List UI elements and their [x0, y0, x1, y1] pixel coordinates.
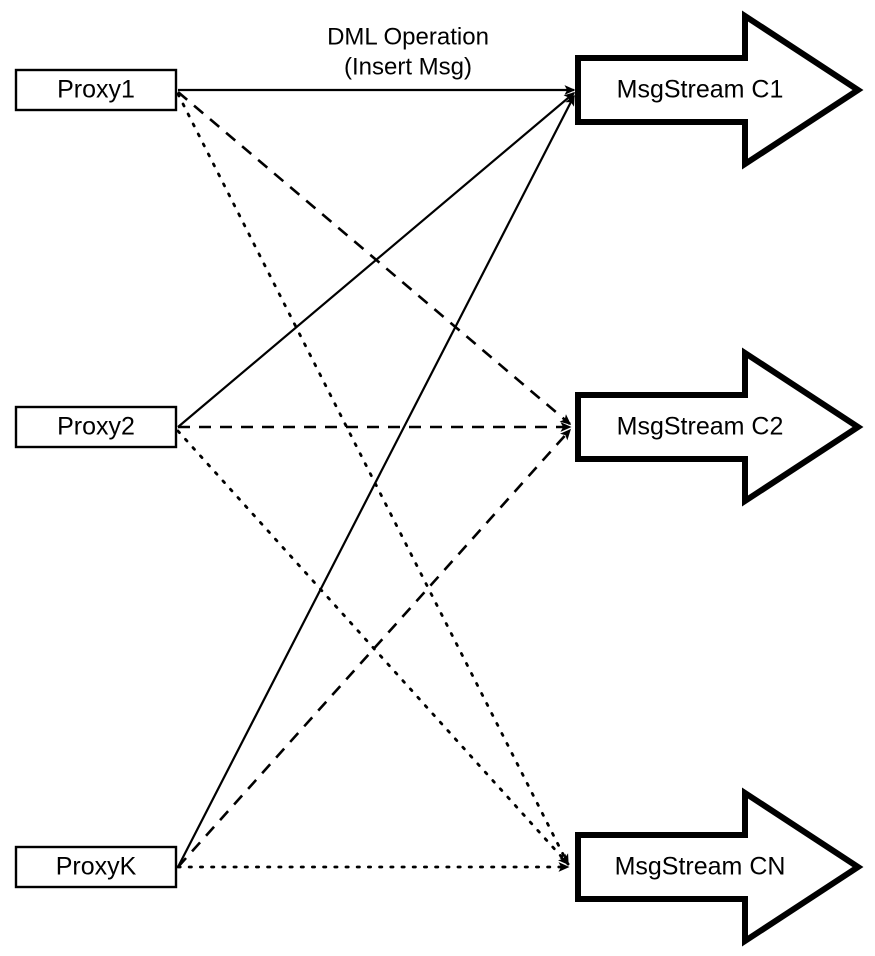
stream-label: MsgStream C1 [617, 76, 784, 104]
stream-arrow-shape[interactable] [575, 10, 864, 170]
msgstream-node-cn[interactable]: MsgStream CN [575, 787, 864, 947]
proxy-node-proxyk[interactable]: ProxyK [14, 845, 178, 889]
proxy-label: ProxyK [56, 853, 137, 881]
proxy-label: Proxy2 [57, 413, 135, 441]
proxy-box[interactable] [14, 845, 178, 889]
edge-group [176, 85, 576, 872]
annotation-line-2: (Insert Msg) [344, 53, 472, 80]
proxy-label: Proxy1 [57, 76, 135, 104]
edge-proxy2-to-c1 [177, 92, 576, 428]
proxy-box[interactable] [14, 68, 178, 112]
stream-arrow-shape[interactable] [575, 347, 864, 507]
edge-proxyk-to-c2 [177, 428, 572, 868]
stream-arrow-shape[interactable] [575, 787, 864, 947]
annotation-line-1: DML Operation [327, 23, 489, 50]
edge-proxy1-to-cn [176, 92, 570, 866]
proxy-node-proxy2[interactable]: Proxy2 [14, 405, 178, 449]
stream-label: MsgStream CN [615, 853, 786, 881]
edge-proxyk-to-c1 [177, 94, 575, 868]
msgstream-node-c2[interactable]: MsgStream C2 [575, 347, 864, 507]
edge-proxy1-to-c2 [177, 91, 572, 425]
proxy-box[interactable] [14, 405, 178, 449]
dml-operation-annotation: DML Operation (Insert Msg) [327, 23, 489, 80]
stream-label: MsgStream C2 [617, 413, 784, 441]
proxy-node-proxy1[interactable]: Proxy1 [14, 68, 178, 112]
edge-proxy2-to-cn [176, 429, 570, 866]
msgstream-node-c1[interactable]: MsgStream C1 [575, 10, 864, 170]
